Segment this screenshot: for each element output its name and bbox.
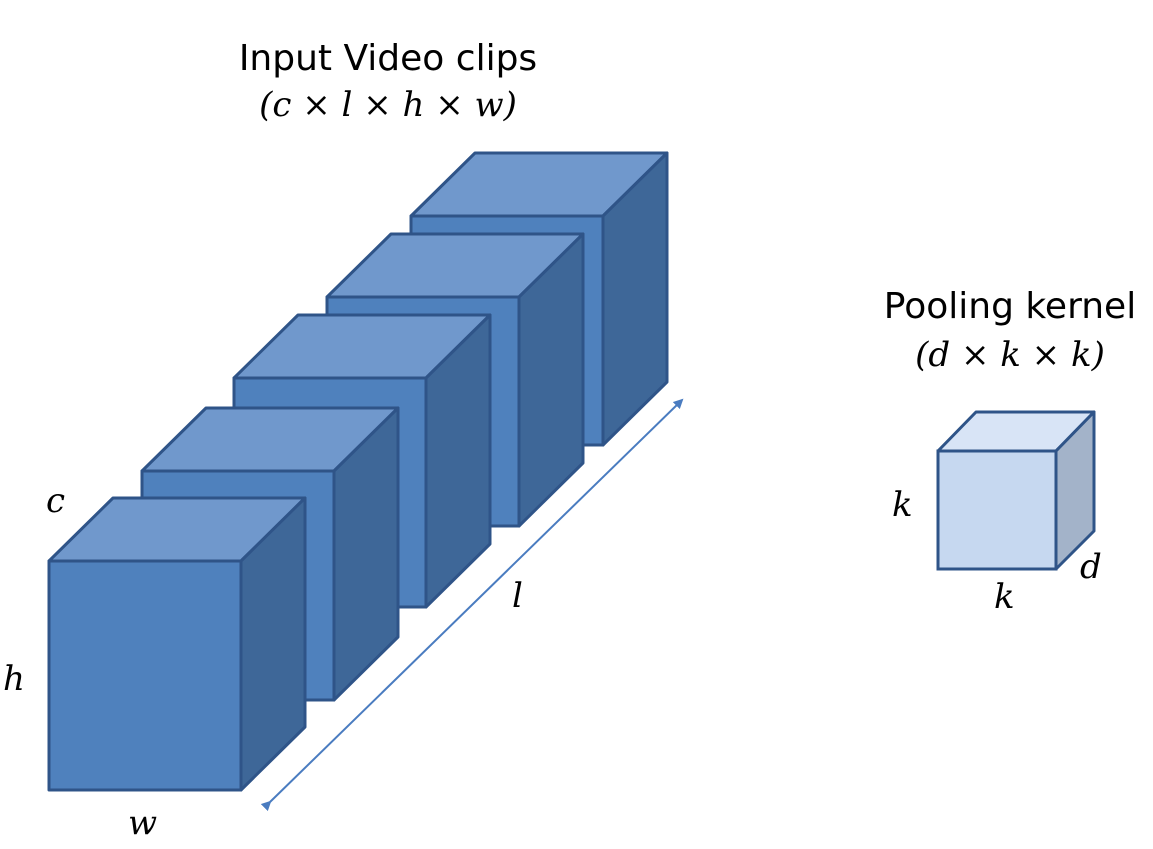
- video-clip-stack: [47, 151, 669, 792]
- kernel-width-label: k: [994, 577, 1015, 617]
- input-title: Input Video clips: [239, 38, 537, 79]
- kernel-title: Pooling kernel: [884, 286, 1136, 327]
- kernel-formula: (d × k × k): [915, 335, 1105, 375]
- length-arrow: [260, 398, 684, 812]
- input-formula: (c × l × h × w): [259, 85, 517, 125]
- width-label: w: [128, 803, 157, 843]
- clip-cube-5: [47, 496, 307, 792]
- height-label: h: [3, 659, 25, 699]
- kernel-height-label: k: [892, 485, 913, 525]
- clip-cube-front-face: [47, 559, 243, 792]
- channel-label: c: [46, 481, 65, 521]
- kernel-front-face: [936, 449, 1058, 571]
- kernel-depth-label: d: [1080, 547, 1102, 587]
- pooling-kernel-cube: [936, 410, 1096, 571]
- length-label: l: [512, 576, 523, 616]
